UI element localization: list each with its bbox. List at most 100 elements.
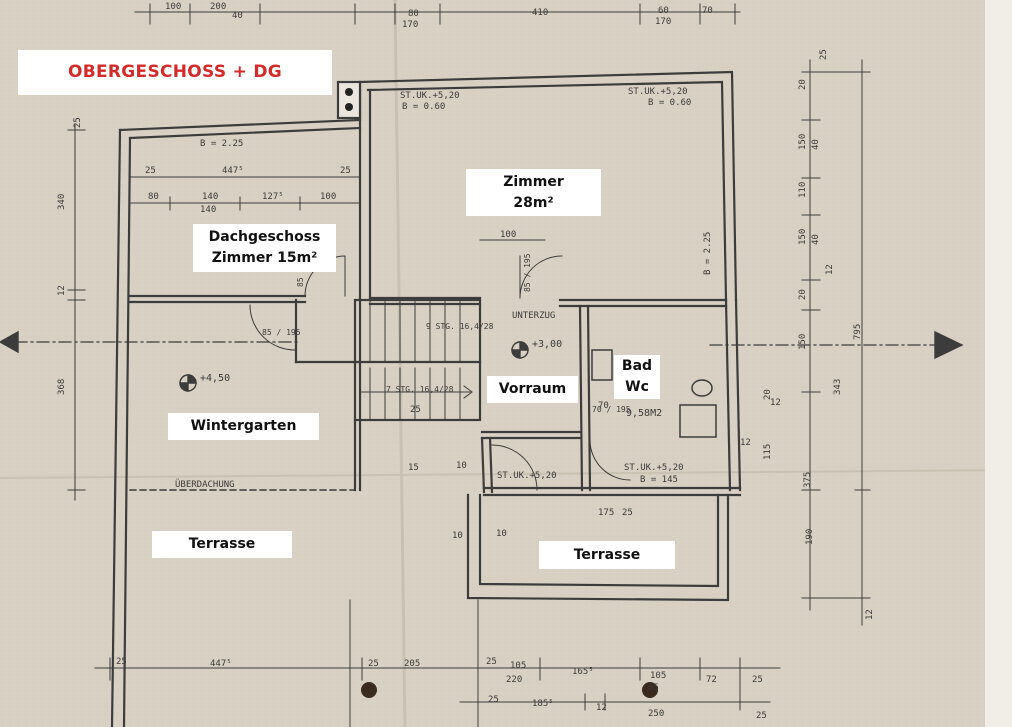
dimension-number: 10 [452, 531, 463, 541]
dimension-number: 115 [763, 444, 773, 460]
dimension-number: 165⁵ [572, 667, 594, 677]
dimension-number: 343 [833, 379, 843, 395]
annotation-door-zimmer: 85 / 195 [523, 253, 532, 292]
dimension-number: 127⁵ [262, 192, 284, 202]
dg-dimension-lines [129, 176, 546, 241]
dimension-number: 20 [763, 389, 773, 400]
dimension-number: 170 [655, 17, 671, 27]
annotation-b225-top: B = 2.25 [200, 139, 243, 149]
dimension-number: 25 [340, 166, 351, 176]
room-label-bad-name: Bad [621, 358, 653, 374]
room-label-zimmer-area: 28m² [513, 194, 554, 211]
dimension-number: 15 [408, 463, 419, 473]
left-dimension-line [67, 124, 86, 501]
room-label-bad-wc: Wc [625, 379, 649, 395]
door-swings [249, 255, 631, 491]
paper-edge [985, 0, 1012, 727]
dimension-number: 25 [488, 695, 499, 705]
dimension-number: 175 [598, 508, 614, 518]
punch-hole [642, 682, 658, 698]
room-label-terrasse-right: Terrasse [539, 541, 675, 569]
dimension-number: 25 [145, 166, 156, 176]
dimension-number: 60 [658, 6, 669, 16]
annotation-b060-left: B = 0.60 [402, 102, 445, 112]
annotation-door-wg: 85 / 195 [262, 328, 301, 337]
paper-fold [0, 469, 1012, 479]
dimension-number: 105 [510, 661, 526, 671]
dimension-number: 40 [232, 11, 243, 21]
dimension-number: 05 [648, 683, 659, 693]
annotation-b225-side: B = 2.25 [703, 232, 713, 275]
annotation-stuk-vorraum: ST.UK.+5,20 [497, 471, 557, 481]
stair [359, 299, 473, 421]
dimension-number: 140 [202, 192, 218, 202]
dimension-number: 20 [798, 289, 808, 300]
annotation-stuk-right: ST.UK.+5,20 [628, 87, 688, 97]
dimension-number: 375 [803, 472, 813, 488]
dimension-number: 12 [825, 264, 835, 275]
annotation-stg-lower: 7 STG. 16,4/28 [386, 385, 454, 394]
bathroom-fixtures [591, 349, 717, 438]
page-title: OBERGESCHOSS + DG [18, 50, 332, 95]
room-label-vorraum: Vorraum [487, 376, 578, 403]
dimension-number: 72 [706, 675, 717, 685]
dimension-number: 205 [404, 659, 420, 669]
dimension-number: 795 [853, 324, 863, 340]
dimension-number: 185⁵ [532, 699, 554, 709]
annotation-stg-upper: 9 STG. 16,4/28 [426, 322, 494, 331]
dimension-number: 25 [368, 659, 379, 669]
punch-hole [361, 682, 377, 698]
annotation-b060-right: B = 0.60 [648, 98, 691, 108]
dimension-number: 25 [752, 675, 763, 685]
annotation-uberdachung: ÜBERDACHUNG [175, 479, 235, 490]
room-label-zimmer: Zimmer 28m² [466, 169, 601, 216]
dimension-number: 25 [622, 508, 633, 518]
room-label-bad: Bad Wc [614, 355, 660, 399]
room-label-zimmer-name: Zimmer [503, 173, 564, 190]
annotation-level-300: +3,00 [532, 339, 562, 350]
right-dimension-lines [801, 59, 871, 626]
dimension-number: 25 [486, 657, 497, 667]
dimension-number: 12 [740, 438, 751, 448]
annotation-stuk-left: ST.UK.+5,20 [400, 91, 460, 101]
dimension-number: 150 [798, 134, 808, 150]
dimension-number: 447⁵ [222, 166, 244, 176]
dimension-number: 368 [57, 379, 67, 395]
dimension-number: 80 [408, 9, 419, 19]
dimension-number: 100 [165, 2, 181, 12]
dimension-number: 140 [200, 205, 216, 215]
dimension-number: 190 [805, 529, 815, 545]
dimension-number: 100 [320, 192, 336, 202]
room-label-dachgeschoss: Dachgeschoss Zimmer 15m² [193, 224, 336, 272]
dimension-number: 25 [410, 405, 421, 415]
dimension-number: 447⁵ [210, 659, 232, 669]
dimension-number: 110 [798, 182, 808, 198]
dimension-number: 10 [496, 529, 507, 539]
dimension-number: 150 [798, 229, 808, 245]
level-marker [179, 341, 529, 392]
dimension-number: 25 [756, 711, 767, 721]
section-line [14, 341, 936, 346]
dimension-number: 170 [402, 20, 418, 30]
dimension-number: 40 [811, 139, 821, 150]
dimension-number: 410 [532, 8, 548, 18]
annotation-stuk-bad: ST.UK.+5,20 [624, 463, 684, 473]
section-markers [0, 330, 964, 360]
room-label-wintergarten: Wintergarten [168, 413, 319, 440]
chimney [345, 88, 353, 111]
dimension-number: 40 [811, 234, 821, 245]
paper-fold [393, 0, 407, 727]
dimension-number: 25 [116, 657, 127, 667]
dimension-number: 100 [500, 230, 516, 240]
dimension-number: 80 [148, 192, 159, 202]
annotation-unterzug: UNTERZUG [512, 311, 555, 321]
room-label-terrasse-left: Terrasse [152, 531, 292, 558]
dimension-number: 12 [57, 285, 67, 296]
dimension-number: 200 [210, 2, 226, 12]
annotation-door-bad: 70 / 195 [592, 405, 631, 414]
dimension-number: 220 [506, 675, 522, 685]
annotation-b145: B = 145 [640, 475, 678, 485]
dimension-number: 150 [798, 334, 808, 350]
